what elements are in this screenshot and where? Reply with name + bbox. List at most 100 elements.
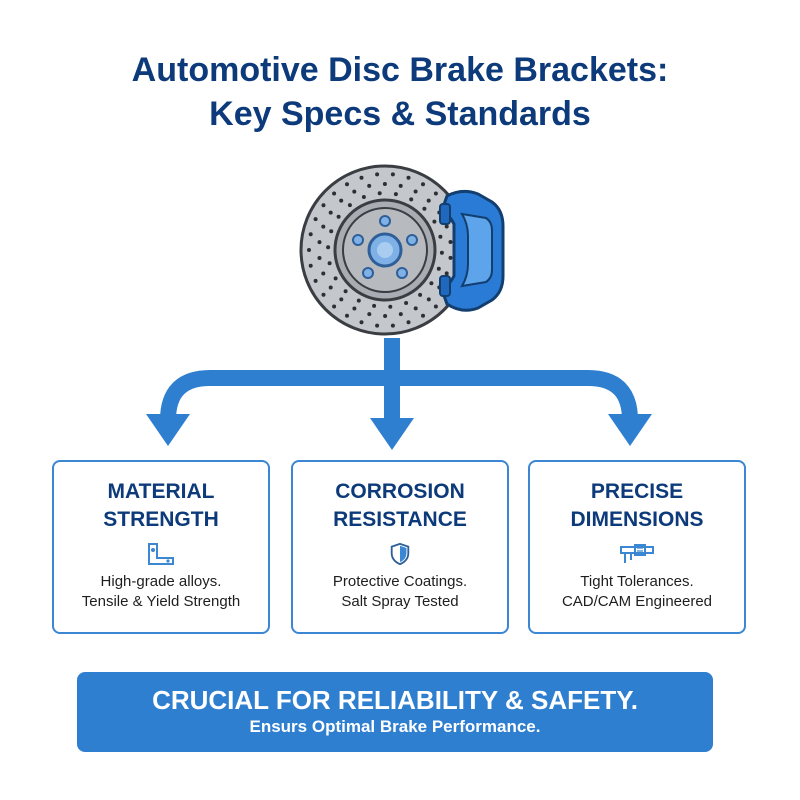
rotor-hole	[329, 229, 334, 234]
rotor-hole	[375, 323, 380, 328]
rotor-hole	[436, 266, 441, 271]
card-heading-line-2: STRENGTH	[103, 508, 219, 531]
card-heading-line-2: DIMENSIONS	[570, 508, 704, 531]
card-heading: PRECISE DIMENSIONS	[530, 478, 744, 534]
rotor-hole	[383, 314, 388, 318]
rotor-hole	[390, 172, 395, 177]
rotor-hole	[444, 271, 449, 276]
rotor-hole	[326, 245, 331, 250]
card-material-strength: MATERIAL STRENGTH High-grade alloys. Ten…	[52, 460, 270, 634]
footer-headline: CRUCIAL FOR RELIABILITY & SAFETY.	[152, 685, 638, 715]
rotor-hole	[313, 278, 318, 283]
rotor-hole	[343, 289, 348, 294]
rotor-hole	[418, 292, 423, 297]
rotor-hole	[375, 172, 380, 177]
rotor-hole	[345, 182, 349, 187]
caliper-gauge-icon	[620, 544, 654, 563]
card-description: High-grade alloys. Tensile & Yield Stren…	[54, 572, 268, 612]
rotor-hole	[308, 232, 313, 237]
card-corrosion-resistance: CORROSION RESISTANCE Protective Coatings…	[291, 460, 509, 634]
rotor-hole	[421, 182, 425, 187]
rotor-hole	[404, 301, 409, 305]
title-line-2: Key Specs & Standards	[209, 95, 591, 133]
rotor-hole	[422, 206, 427, 211]
rotor-hole	[413, 306, 418, 311]
title-line-1: Automotive Disc Brake Brackets:	[131, 51, 669, 89]
footer-subline: Ensurs Optimal Brake Performance.	[249, 717, 541, 736]
rotor-hole	[367, 312, 372, 317]
rotor-hole	[426, 198, 431, 203]
rotor-hole	[377, 191, 382, 196]
rotor-hole	[398, 183, 403, 188]
card-precise-dimensions: PRECISE DIMENSIONS Tight Tolerances. CAD…	[528, 460, 746, 634]
rotor-hole	[433, 191, 438, 196]
rotor-hole	[321, 203, 326, 208]
arrow-down-left	[146, 370, 392, 446]
rotor-hole	[367, 183, 372, 188]
shield-icon	[390, 542, 410, 566]
card-heading-line-1: CORROSION	[335, 480, 465, 503]
card-description-line-1: Protective Coatings.	[332, 573, 468, 590]
card-description-line-1: High-grade alloys.	[100, 573, 222, 590]
rotor-hole	[352, 189, 357, 194]
footer-banner: CRUCIAL FOR RELIABILITY & SAFETY. Ensurs…	[77, 672, 713, 752]
card-description-line-2: CAD/CAM Engineered	[561, 593, 713, 610]
rotor-hole	[409, 197, 414, 202]
rotor-hole	[426, 297, 431, 302]
arrow-down-center	[370, 338, 414, 450]
rotor-hole	[439, 250, 444, 255]
rotor-hole	[332, 304, 337, 309]
card-heading-line-2: RESISTANCE	[333, 508, 467, 531]
card-description-line-2: Salt Spray Tested	[341, 593, 459, 610]
rotor-hole	[339, 297, 344, 302]
rotor-hole	[444, 224, 449, 229]
rotor-hole	[356, 298, 361, 303]
arrow-down-right	[392, 370, 652, 446]
rotor-hole	[390, 323, 395, 328]
rotor-hole	[317, 256, 322, 260]
rotor-hole	[332, 191, 337, 196]
rotor-hole	[347, 203, 352, 208]
rotor-hole	[339, 198, 344, 203]
rotor-hole	[321, 271, 326, 276]
rotor-hole	[448, 255, 453, 260]
rotor-hole	[313, 217, 318, 222]
rotor-hole	[308, 263, 313, 268]
rotor-hole	[328, 285, 333, 290]
rotor-hole	[372, 303, 377, 308]
rotor-hole	[432, 219, 437, 224]
card-heading-line-1: PRECISE	[590, 480, 684, 503]
rotor-hole	[429, 281, 434, 286]
card-description: Protective Coatings. Salt Spray Tested	[293, 572, 507, 612]
rotor-hole	[361, 195, 366, 199]
rotor-hole	[307, 248, 311, 252]
page-title: Automotive Disc Brake Brackets: Key Spec…	[0, 48, 800, 136]
rotor-hole	[327, 261, 332, 266]
rotor-hole	[321, 224, 326, 229]
rotor-hole	[433, 304, 438, 309]
rotor-hole	[359, 320, 364, 325]
rotor-hole	[421, 313, 425, 318]
card-description: Tight Tolerances. CAD/CAM Engineered	[530, 572, 744, 612]
rotor-hole	[413, 189, 418, 194]
card-description-line-2: Tensile & Yield Strength	[81, 593, 241, 610]
rotor-hole	[406, 175, 411, 180]
rotor-hole	[393, 192, 398, 197]
rotor-hole	[321, 292, 326, 297]
rotor-hole	[388, 304, 393, 309]
rotor-hole	[352, 306, 357, 311]
card-heading: CORROSION RESISTANCE	[293, 478, 507, 534]
bracket-icon	[148, 543, 174, 565]
rotor-hole	[438, 234, 443, 239]
rotor-hole	[359, 175, 364, 180]
brake-caliper-icon	[439, 189, 505, 312]
card-heading: MATERIAL STRENGTH	[54, 478, 268, 534]
rotor-hole	[336, 214, 341, 219]
brake-disc-icon	[299, 164, 471, 336]
card-description-line-1: Tight Tolerances.	[580, 573, 694, 590]
rotor-hole	[398, 312, 403, 317]
rotor-hole	[448, 240, 453, 244]
rotor-hole	[333, 276, 338, 281]
rotor-hole	[406, 320, 411, 325]
